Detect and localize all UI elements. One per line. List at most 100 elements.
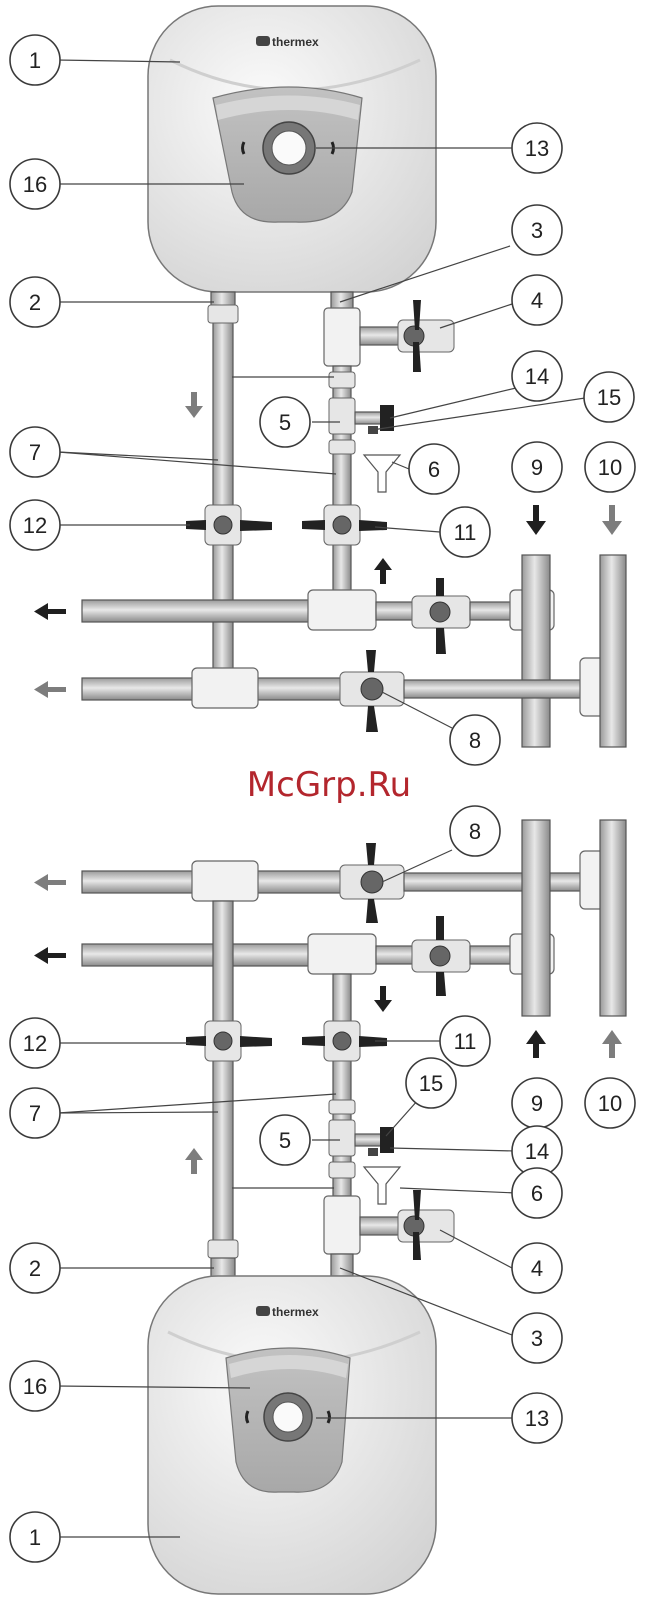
hot-main-riser-bottom xyxy=(600,820,626,1016)
hot-water-pipe-bottom xyxy=(213,901,233,1261)
callout-1: 1 xyxy=(10,35,60,85)
svg-text:6: 6 xyxy=(428,457,440,482)
mains-valve-hot-bottom xyxy=(340,843,404,923)
svg-text:5: 5 xyxy=(279,1128,291,1153)
svg-text:13: 13 xyxy=(525,136,549,161)
callout-9: 9 xyxy=(512,442,562,492)
svg-text:4: 4 xyxy=(531,288,543,313)
callout-3: 3 xyxy=(512,205,562,255)
callout-5: 5 xyxy=(260,397,310,447)
callout-15: 15 xyxy=(584,372,634,422)
cold-out-arrow-icon xyxy=(34,603,66,620)
callout-13-bottom: 13 xyxy=(512,1393,562,1443)
svg-text:4: 4 xyxy=(531,1256,543,1281)
callout-7-bottom: 7 xyxy=(10,1088,60,1138)
flow-up-arrow-icon xyxy=(374,558,392,584)
svg-text:10: 10 xyxy=(598,1091,622,1116)
callout-7: 7 xyxy=(10,427,60,477)
svg-text:11: 11 xyxy=(454,1029,477,1054)
svg-text:8: 8 xyxy=(469,728,481,753)
svg-text:16: 16 xyxy=(23,172,47,197)
svg-text:7: 7 xyxy=(29,1101,41,1126)
callout-16-bottom: 16 xyxy=(10,1361,60,1411)
water-heater-top: thermex xyxy=(148,6,436,292)
mains-hot-in-arrow-icon xyxy=(602,505,622,535)
hot-out-arrow-icon-bottom xyxy=(34,874,66,891)
svg-text:14: 14 xyxy=(525,364,549,389)
callout-13: 13 xyxy=(512,123,562,173)
mains-hot-in-arrow-icon-bottom xyxy=(602,1030,622,1058)
callout-11-bottom: 11 xyxy=(440,1016,490,1066)
svg-text:14: 14 xyxy=(525,1139,549,1164)
svg-text:11: 11 xyxy=(454,520,477,545)
callout-6: 6 xyxy=(409,444,459,494)
flow-down-arrow-icon-bottom xyxy=(374,986,392,1012)
callout-10-bottom: 10 xyxy=(585,1078,635,1128)
callout-16: 16 xyxy=(10,159,60,209)
svg-text:2: 2 xyxy=(29,1256,41,1281)
mains-valve-cold xyxy=(412,578,470,654)
flow-down-arrow-icon xyxy=(185,392,203,418)
hot-out-arrow-icon xyxy=(34,681,66,698)
cold-main-riser xyxy=(522,555,550,747)
callout-2-bottom: 2 xyxy=(10,1243,60,1293)
tee-fitting xyxy=(324,308,360,366)
drain-funnel-icon xyxy=(364,455,400,492)
callout-11: 11 xyxy=(440,507,490,557)
cold-supply-line xyxy=(82,600,312,622)
svg-text:1: 1 xyxy=(29,1525,41,1550)
callout-14: 14 xyxy=(512,351,562,401)
cold-supply-line-bottom xyxy=(82,944,312,966)
svg-text:6: 6 xyxy=(531,1181,543,1206)
brand-name: thermex xyxy=(272,35,319,49)
callout-4: 4 xyxy=(512,275,562,325)
cold-main-riser-bottom xyxy=(522,820,550,1016)
svg-text:12: 12 xyxy=(23,1031,47,1056)
svg-text:15: 15 xyxy=(419,1071,443,1096)
callout-5-bottom: 5 xyxy=(260,1115,310,1165)
callout-9-bottom: 9 xyxy=(512,1078,562,1128)
bottom-installation: thermex xyxy=(10,806,635,1594)
shutoff-valve-hot-bottom xyxy=(186,1021,272,1061)
mains-valve-hot xyxy=(340,650,404,732)
mains-cold-in-arrow-icon-bottom xyxy=(526,1030,546,1058)
callout-1-bottom: 1 xyxy=(10,1512,60,1562)
svg-text:12: 12 xyxy=(23,513,47,538)
callout-2: 2 xyxy=(10,277,60,327)
callout-12-bottom: 12 xyxy=(10,1018,60,1068)
callout-3-bottom: 3 xyxy=(512,1313,562,1363)
watermark-text: McGrp.Ru xyxy=(0,765,658,805)
flow-up-arrow-icon-bottom xyxy=(185,1148,203,1174)
svg-text:15: 15 xyxy=(597,385,621,410)
hot-main-riser xyxy=(600,555,626,747)
shutoff-valve-cold xyxy=(302,505,387,545)
svg-text:8: 8 xyxy=(469,819,481,844)
top-installation: thermex xyxy=(10,6,635,765)
svg-text:16: 16 xyxy=(23,1374,47,1399)
cold-out-arrow-icon-bottom xyxy=(34,947,66,964)
callout-8: 8 xyxy=(450,715,500,765)
drain-valve xyxy=(398,300,454,372)
hot-water-pipe xyxy=(213,322,233,682)
callout-8-bottom: 8 xyxy=(450,806,500,856)
svg-text:7: 7 xyxy=(29,440,41,465)
svg-text:9: 9 xyxy=(531,1091,543,1116)
callout-6-bottom: 6 xyxy=(512,1168,562,1218)
svg-text:13: 13 xyxy=(525,1406,549,1431)
svg-text:3: 3 xyxy=(531,1326,543,1351)
shutoff-valve-cold-bottom xyxy=(302,1021,387,1061)
mains-valve-cold-bottom xyxy=(412,916,470,996)
shutoff-valve-hot xyxy=(186,505,272,545)
mains-cold-in-arrow-icon xyxy=(526,505,546,535)
svg-text:1: 1 xyxy=(29,48,41,73)
drain-funnel-icon-bottom xyxy=(364,1167,400,1204)
svg-text:9: 9 xyxy=(531,455,543,480)
svg-text:5: 5 xyxy=(279,410,291,435)
drain-valve-bottom xyxy=(398,1190,454,1260)
callout-12: 12 xyxy=(10,500,60,550)
svg-text:3: 3 xyxy=(531,218,543,243)
callout-4-bottom: 4 xyxy=(512,1243,562,1293)
svg-text:10: 10 xyxy=(598,455,622,480)
brand-name-bottom: thermex xyxy=(272,1305,319,1319)
safety-valve-bottom xyxy=(355,1127,394,1156)
